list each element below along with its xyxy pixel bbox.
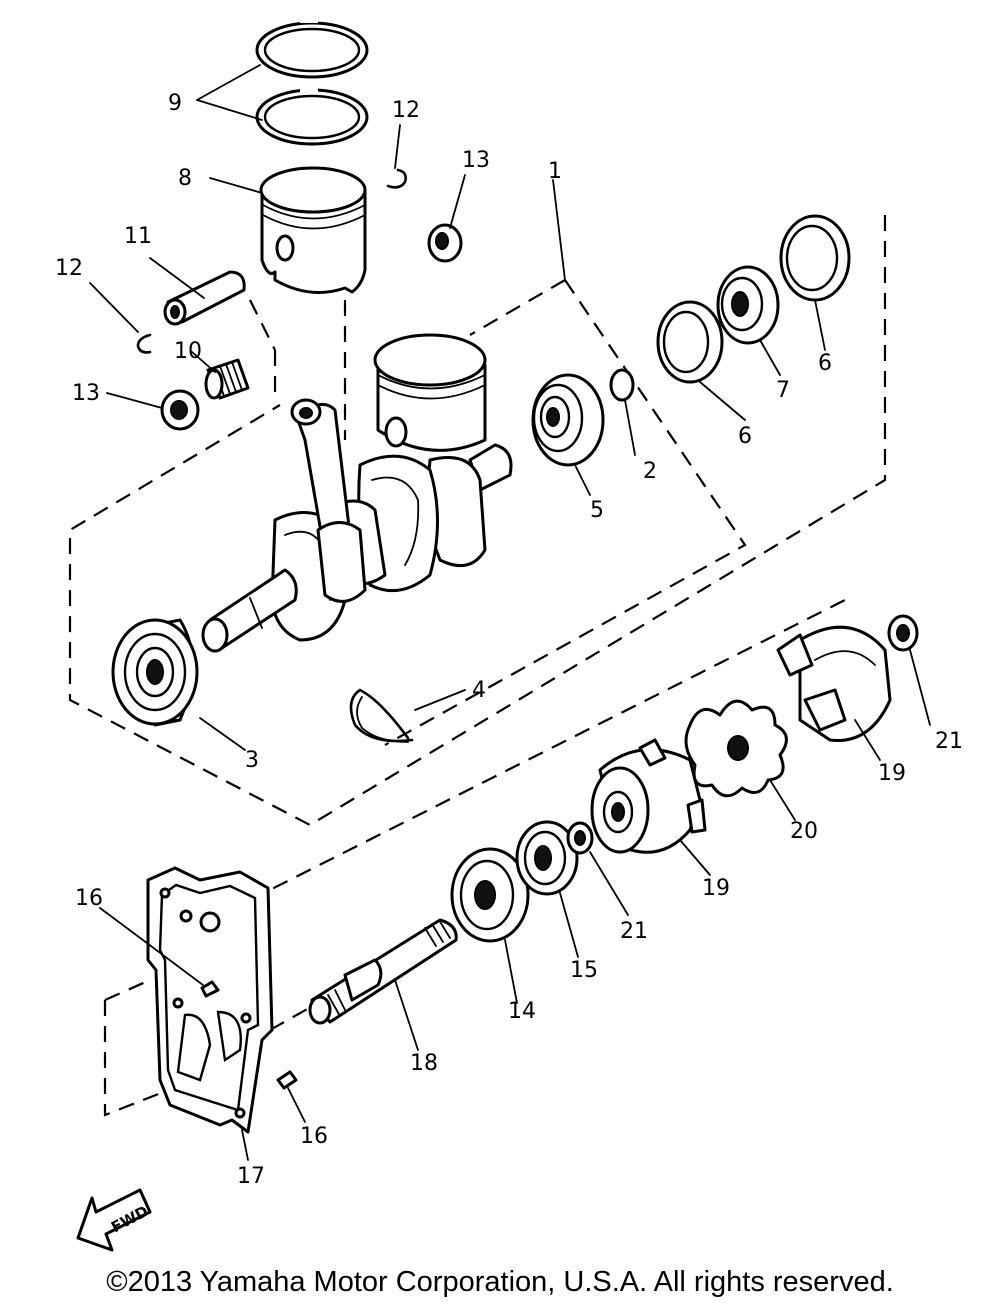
gasket	[146, 866, 274, 1134]
bearing-15	[515, 820, 579, 896]
callout-16-lower: 16	[300, 1124, 328, 1149]
callout-18: 18	[410, 1051, 438, 1076]
callout-16-upper: 16	[75, 886, 103, 911]
callout-12-upper: 12	[392, 98, 420, 123]
coupling-rear	[776, 625, 892, 742]
callout-6-inner: 6	[738, 424, 752, 449]
dowel-pin-upper	[200, 980, 220, 998]
coupling-front	[590, 738, 707, 854]
circlip-lower	[136, 333, 152, 354]
thrust-washer-lower	[160, 389, 200, 431]
callout-20: 20	[790, 819, 818, 844]
callout-5: 5	[590, 498, 604, 523]
callout-21-lower: 21	[620, 919, 648, 944]
callout-17: 17	[237, 1164, 265, 1189]
rubber-damper	[684, 699, 788, 798]
c-ring	[349, 688, 414, 743]
crankshaft-assembly	[201, 333, 513, 653]
callout-1: 1	[548, 159, 562, 184]
copyright-notice: ©2013 Yamaha Motor Corporation, U.S.A. A…	[106, 1266, 894, 1298]
callout-10: 10	[174, 339, 202, 364]
callout-19-lower: 19	[702, 876, 730, 901]
bearing-14	[450, 847, 530, 943]
callout-8: 8	[178, 166, 192, 191]
callout-14: 14	[508, 999, 536, 1024]
circlip-upper	[386, 168, 407, 189]
thrust-washer-upper	[427, 223, 463, 263]
main-bearing-front	[111, 618, 199, 727]
leader-lines	[89, 64, 931, 1161]
o-ring	[609, 368, 635, 402]
callout-19-upper: 19	[878, 761, 906, 786]
piston-ring-lower	[255, 87, 369, 146]
oil-seal-inner	[656, 300, 724, 384]
callout-11: 11	[124, 224, 152, 249]
piston-pin	[163, 270, 246, 326]
assembly-outline-crankshaft	[68, 215, 887, 827]
callout-15: 15	[570, 958, 598, 983]
oil-seal-outer	[779, 214, 851, 302]
washer-upper	[887, 614, 919, 652]
needle-bearing	[204, 358, 250, 400]
main-bearing-rear	[531, 373, 605, 467]
bearing-small	[716, 265, 780, 345]
callout-12-lower: 12	[55, 256, 83, 281]
callout-3: 3	[245, 748, 259, 773]
piston-ring-upper	[255, 17, 369, 79]
drive-shaft	[308, 918, 458, 1025]
callout-labels: 1 2 3 4 5 6 6 7 8 9 10 11 12 12 13 13 14…	[55, 91, 963, 1189]
assembly-outline-piston-set	[384, 279, 747, 746]
callout-2: 2	[643, 459, 657, 484]
washer-lower	[566, 821, 594, 855]
callout-21-upper: 21	[935, 729, 963, 754]
callout-7: 7	[776, 378, 790, 403]
callout-4: 4	[472, 678, 486, 703]
fwd-arrow-icon: FWD	[76, 1188, 152, 1252]
callout-13-lower: 13	[72, 381, 100, 406]
piston	[259, 166, 367, 294]
callout-6-outer: 6	[818, 351, 832, 376]
callout-13-upper: 13	[462, 148, 490, 173]
callout-9: 9	[168, 91, 182, 116]
dowel-pin-lower	[276, 1070, 298, 1090]
